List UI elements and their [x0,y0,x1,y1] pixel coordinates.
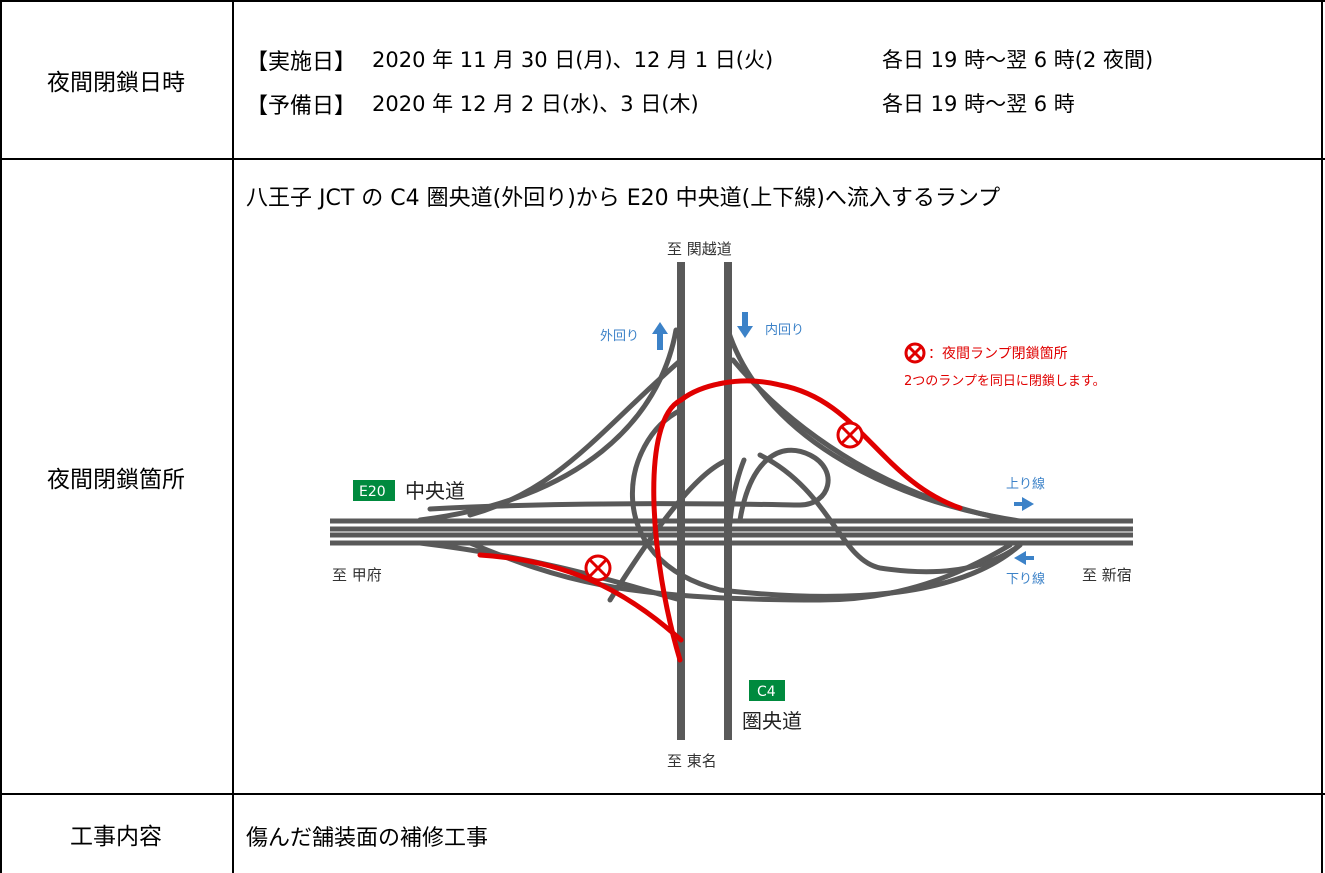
work-header: 工事内容 [70,824,162,850]
label-to-tomei: 至 東名 [667,752,717,770]
table-border-left [0,0,2,873]
schedule-line1-time: 各日 19 時～翌 6 時(2 夜間) [882,48,1154,72]
e20-badge [353,480,395,501]
label-outer-loop: 外回り [600,329,639,344]
location-header: 夜間閉鎖箇所 [47,466,185,493]
location-description: 八王子 JCT の C4 圏央道(外回り)から E20 中央道(上下線)へ流入す… [246,186,1001,211]
closure-marker-west [584,554,612,582]
c4-name: 圏央道 [742,709,802,733]
label-down-line: 下り線 [1006,571,1045,587]
schedule-header: 夜間閉鎖日時 [47,70,185,96]
c4-badge-text: C4 [757,684,776,700]
label-to-shinjuku: 至 新宿 [1082,566,1132,584]
closed-ramp-east [678,378,963,511]
row-divider-2 [0,793,1325,795]
schedule-line2-time: 各日 19 時～翌 6 時 [882,92,1075,116]
label-to-kanetsu: 至 関越道 [667,240,732,258]
inner-loop-arrow-icon [737,312,753,338]
column-divider [232,0,234,873]
row-divider-1 [0,158,1325,160]
up-line-arrow-icon [1014,497,1034,511]
legend-label: ：夜間ランプ閉鎖箇所 [928,345,1068,362]
work-description: 傷んだ舗装面の補修工事 [246,826,489,851]
schedule-line1-date: 2020 年 11 月 30 日(月)、12 月 1 日(火) [372,48,774,72]
down-line-arrow-icon [1014,551,1034,565]
legend-note: 2つのランプを同日に閉鎖します。 [904,373,1106,389]
closed-ramp-west-branch [477,552,684,643]
schedule-line2-tag: 【予備日】 [246,94,357,119]
c4-badge [749,680,785,701]
c4-vertical-roads [677,262,732,740]
outer-loop-arrow-icon [652,322,668,350]
e20-name: 中央道 [405,479,465,503]
closed-ramps [477,378,963,663]
table-border-right [1321,0,1323,873]
junction-diagram: 至 関越道 外回り 内回り 至 甲府 至 新宿 上り線 下り線 至 東名 E20… [330,240,1133,770]
closed-ramp-west [651,397,684,663]
e20-badge-text: E20 [359,484,386,500]
schedule-line2-date: 2020 年 12 月 2 日(水)、3 日(木) [372,92,699,116]
legend-closure-icon [904,342,926,364]
closure-marker-east [836,421,864,449]
label-up-line: 上り線 [1006,476,1045,492]
label-to-kofu: 至 甲府 [332,566,382,584]
label-inner-loop: 内回り [765,322,804,338]
schedule-line1-tag: 【実施日】 [246,50,357,75]
table-border-top [0,0,1325,2]
